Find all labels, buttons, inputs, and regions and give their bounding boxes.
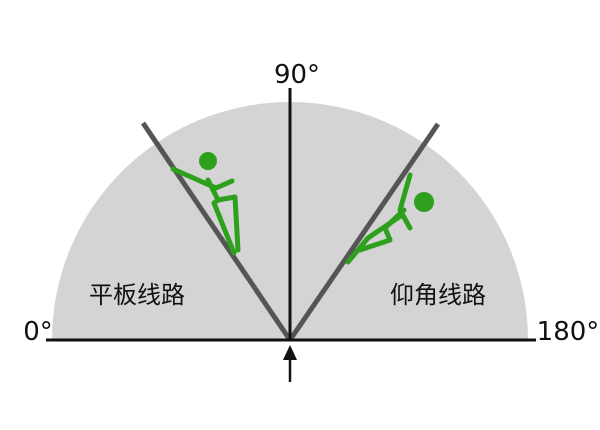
label-0-degrees: 0° — [23, 317, 53, 347]
up-arrow-icon — [283, 345, 297, 382]
overhang-route-label: 仰角线路 — [390, 281, 486, 309]
slab-route-label: 平板线路 — [89, 281, 185, 309]
overhang-wall-line — [287, 122, 441, 342]
overhang-climber-icon — [345, 172, 434, 265]
label-90-degrees: 90° — [274, 60, 320, 90]
slab-wall-line — [140, 121, 293, 342]
label-180-degrees: 180° — [537, 317, 600, 347]
slab-climber-icon — [170, 152, 241, 256]
